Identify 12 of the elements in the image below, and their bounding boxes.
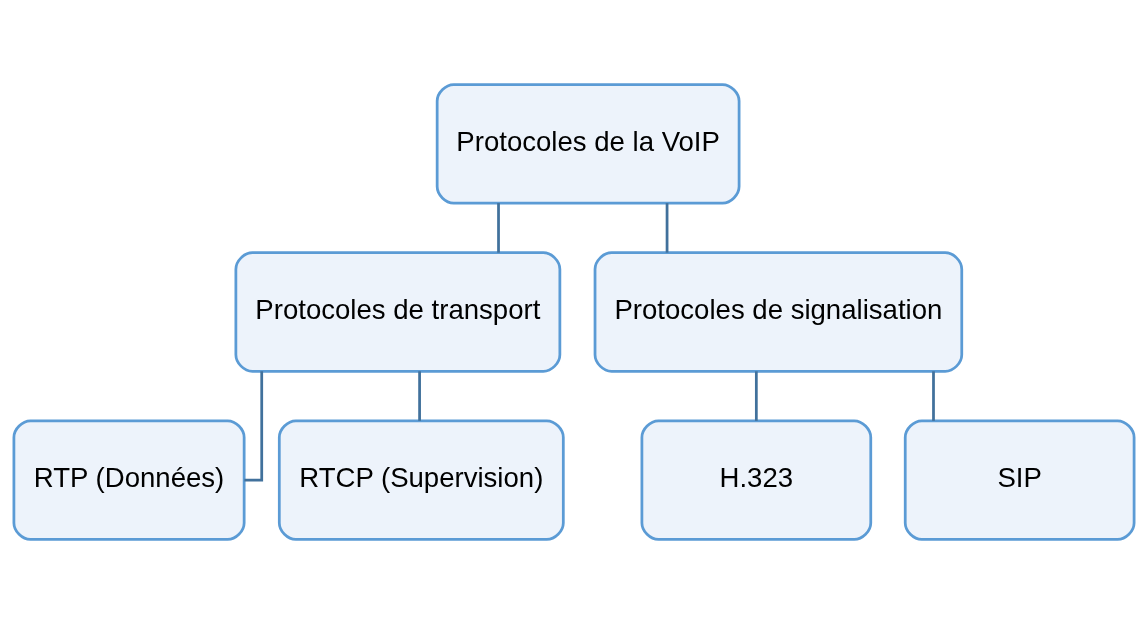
connector bbox=[665, 203, 669, 253]
connector bbox=[754, 371, 758, 421]
node-box: Protocoles de la VoIP bbox=[435, 83, 741, 205]
node-box: Protocoles de transport bbox=[234, 251, 562, 373]
connector bbox=[497, 203, 500, 253]
node-box: SIP bbox=[903, 419, 1136, 541]
connector bbox=[418, 371, 421, 421]
connector bbox=[932, 371, 935, 421]
node-box: RTP (Données) bbox=[12, 419, 246, 541]
node-box: H.323 bbox=[640, 419, 873, 541]
node-box: Protocoles de signalisation bbox=[593, 251, 964, 373]
node-box: RTCP (Supervision) bbox=[277, 419, 565, 541]
